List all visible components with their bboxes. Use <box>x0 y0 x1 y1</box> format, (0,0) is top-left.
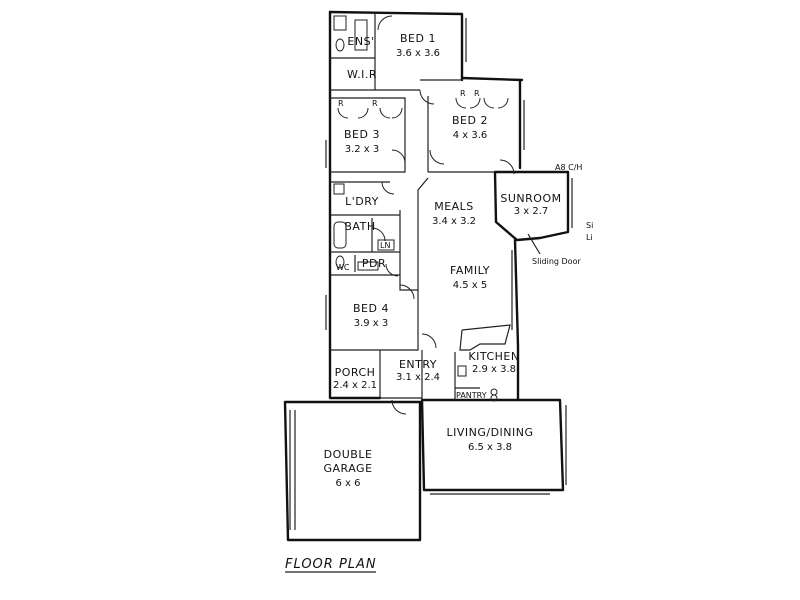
robe-doors-bed3b <box>379 107 403 119</box>
windows <box>289 18 573 530</box>
dims-family: 4.5 x 5 <box>453 280 488 291</box>
note-ceiling: A8 C/H <box>555 163 582 172</box>
wall-north <box>328 10 464 82</box>
dims-living: 6.5 x 3.8 <box>468 442 512 453</box>
wall-living <box>420 398 565 492</box>
label-sunroom: SUNROOM <box>500 192 561 205</box>
note-robe-2: R <box>372 99 378 108</box>
label-bed3: BED 3 <box>344 128 380 141</box>
door-laundry <box>381 181 395 195</box>
door-pdr <box>385 263 399 277</box>
wall-entry <box>379 350 422 399</box>
label-family: FAMILY <box>450 264 490 277</box>
plan-title: FLOOR PLAN <box>285 557 377 573</box>
wall-porch <box>328 358 382 400</box>
wall-bed4 <box>330 274 419 351</box>
wall-bed2-north <box>460 76 524 82</box>
door-bed2 <box>429 149 445 165</box>
fixtures <box>333 15 541 402</box>
label-ensuite: ENS' <box>347 35 374 48</box>
dims-sunroom: 3 x 2.7 <box>514 206 549 217</box>
note-linen: LN <box>380 241 390 250</box>
door-bed3 <box>391 149 406 164</box>
note-edge-2: Li <box>586 233 593 242</box>
dims-meals: 3.4 x 3.2 <box>432 216 476 227</box>
robe-doors-bed2 <box>455 97 481 109</box>
doors <box>337 15 515 415</box>
sink-bowl-1 <box>490 388 498 396</box>
door-entry-family <box>421 333 437 349</box>
note-sliding-door: Sliding Door <box>532 257 581 266</box>
label-wir: W.I.R <box>347 68 377 81</box>
label-pdr: PDR <box>362 257 386 270</box>
label-bath: BATH <box>344 220 375 233</box>
note-robe-4: R <box>474 89 480 98</box>
note-edge-1: Si <box>586 221 593 230</box>
wall-family-east <box>513 238 520 348</box>
vanity-pdr <box>357 261 379 271</box>
label-bed4: BED 4 <box>353 302 389 315</box>
dims-bed4: 3.9 x 3 <box>354 318 389 329</box>
label-entry: ENTRY <box>399 358 437 371</box>
label-kitchen: KITCHEN <box>468 350 519 363</box>
internal-walls <box>330 14 511 400</box>
linen-cupboard <box>377 239 395 251</box>
trough-laundry <box>333 183 345 195</box>
title-text: FLOOR PLAN <box>285 557 377 572</box>
wall-sunroom <box>493 170 570 242</box>
toilet-ensuite <box>335 38 345 52</box>
dims-bed2: 4 x 3.6 <box>453 130 488 141</box>
label-garage-1: DOUBLE <box>324 448 373 461</box>
door-garage <box>391 399 407 415</box>
outer-walls <box>283 10 570 542</box>
door-bed1 <box>419 89 435 105</box>
label-laundry: L'DRY <box>345 195 379 208</box>
dims-kitchen: 2.9 x 3.8 <box>472 364 516 375</box>
note-pantry: PANTRY <box>456 391 487 400</box>
label-living: LIVING/DINING <box>446 426 533 439</box>
wall-kitchen-bench <box>459 324 511 351</box>
label-bed1: BED 1 <box>400 32 436 45</box>
dims-porch: 2.4 x 2.1 <box>333 380 377 391</box>
shower-ensuite <box>333 15 347 31</box>
dims-entry: 3.1 x 2.4 <box>396 372 440 383</box>
wall-garage <box>283 400 422 542</box>
label-meals: MEALS <box>434 200 474 213</box>
sliding-door-arrow <box>527 233 541 255</box>
label-garage-2: GARAGE <box>323 462 372 475</box>
dims-bed3: 3.2 x 3 <box>345 144 380 155</box>
wall-meals-west <box>417 177 429 290</box>
bathtub <box>333 221 347 249</box>
fridge-space <box>457 365 467 377</box>
robe-doors-bed2b <box>483 97 509 109</box>
note-robe-3: R <box>460 89 466 98</box>
annotations: Sliding Door A8 C/H PANTRY LN R R R R Si… <box>338 89 593 400</box>
sink-bowl-2 <box>490 394 498 402</box>
note-robe-1: R <box>338 99 344 108</box>
toilet-wc <box>335 255 345 269</box>
room-labels: ENS' W.I.R BED 1 3.6 x 3.6 BED 2 4 x 3.6… <box>323 32 561 489</box>
wall-bed3 <box>330 97 406 173</box>
label-wc: WC <box>336 263 350 272</box>
door-ensuite <box>377 15 393 31</box>
robe-doors-bed3 <box>337 107 369 119</box>
label-bed2: BED 2 <box>452 114 488 127</box>
dims-bed1: 3.6 x 3.6 <box>396 48 440 59</box>
dims-garage: 6 x 6 <box>336 478 361 489</box>
label-porch: PORCH <box>335 366 376 379</box>
door-sunroom <box>499 159 515 175</box>
vanity-ensuite <box>354 19 368 51</box>
door-bed4 <box>399 284 415 300</box>
